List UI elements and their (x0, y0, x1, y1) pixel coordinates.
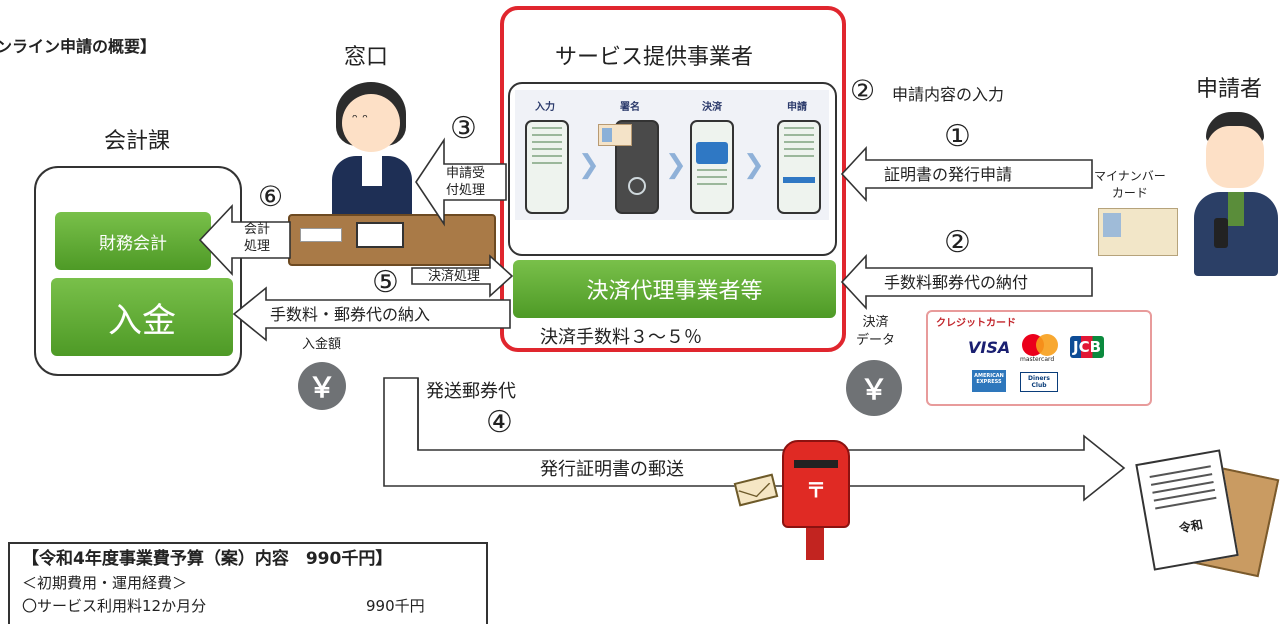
reception-label: 申請受 付処理 (446, 166, 486, 198)
credit-card-panel (926, 310, 1152, 406)
step-number-2-fee: ② (944, 225, 971, 260)
phone-apply-screen (777, 120, 821, 214)
step-label-input: 入力 (535, 102, 555, 113)
amex-logo: AMERICAN EXPRESS (972, 370, 1006, 392)
budget-line-2-label: 〇サービス利用料12か月分 (22, 597, 207, 615)
chevron-right-icon: ❯ (665, 150, 687, 180)
payment-agent-box: 決済代理事業者等 (513, 260, 836, 318)
id-card-icon (598, 124, 632, 146)
mynumber-card-label: マイナンバー カード (1094, 169, 1166, 200)
jcb-logo: JCB (1070, 336, 1105, 358)
credit-card-title: クレジットカード (936, 318, 1016, 329)
budget-title: 【令和4年度事業費予算（案）内容 990千円】 (22, 549, 393, 569)
deposit-amount-label: 入金額 (302, 337, 342, 352)
yen-coin-icon: ￥ (298, 362, 346, 410)
postbox-icon: 〒 (782, 440, 850, 528)
clerk-illustration: ᵔ ᵔ (322, 74, 442, 264)
issue-request-label: 証明書の発行申請 (884, 165, 1013, 184)
fee-stamp-payment-label: 手数料郵券代の納付 (884, 273, 1029, 292)
budget-line-2-value: 990千円 (366, 597, 425, 615)
accounting-label: 会計課 (104, 129, 171, 154)
settlement-label: 決済処理 (428, 269, 481, 284)
applicant-illustration (1188, 106, 1283, 276)
postbox-stand (806, 528, 824, 560)
input-content-label: 申請内容の入力 (892, 85, 1005, 104)
nameplate (300, 228, 342, 242)
diners-logo: Diners Club (1020, 372, 1058, 392)
budget-box (8, 542, 488, 624)
step-number-6: ⑥ (258, 180, 284, 213)
mynumber-card-icon (1098, 208, 1178, 256)
deposit-box: 入金 (51, 278, 233, 356)
mastercard-logo: mastercard (1020, 334, 1060, 363)
step-label-apply: 申請 (787, 102, 807, 113)
certificate-paper: 令和 (1135, 449, 1239, 571)
budget-line-1: ＜初期費用・運用経費＞ (22, 574, 188, 592)
visa-logo: VISA (968, 338, 1011, 357)
provider-label: サービス提供事業者 (555, 45, 754, 70)
chevron-right-icon: ❯ (578, 150, 600, 180)
step-number-2-input: ② (850, 74, 876, 107)
finance-box: 財務会計 (55, 212, 211, 270)
step-number-1: ① (944, 119, 971, 154)
applicant-label: 申請者 (1196, 77, 1263, 102)
phone-input-screen (525, 120, 569, 214)
window-label: 窓口 (344, 45, 389, 70)
fee-delivery-label: 手数料・郵券代の納入 (270, 305, 431, 324)
chevron-right-icon: ❯ (743, 150, 765, 180)
phone-payment-screen (690, 120, 734, 214)
envelope-icon (733, 473, 779, 507)
step-label-sign: 署名 (620, 102, 640, 113)
accounting-process-label: 会計 処理 (244, 222, 271, 254)
page-title: ンライン申請の概要】 (0, 37, 157, 56)
fee-note: 決済手数料３～５％ (540, 327, 702, 348)
postage-label: 発送郵券代 (426, 381, 516, 402)
mail-certificate-label: 発行証明書の郵送 (540, 459, 684, 480)
step-number-5: ⑤ (372, 265, 399, 300)
yen-coin-icon: ￥ (846, 360, 902, 416)
step-number-4: ④ (486, 405, 513, 440)
paper-on-desk (356, 222, 404, 248)
step-label-pay: 決済 (702, 102, 722, 113)
step-number-3: ③ (450, 111, 477, 146)
settlement-data-label: 決済 データ (856, 315, 896, 349)
